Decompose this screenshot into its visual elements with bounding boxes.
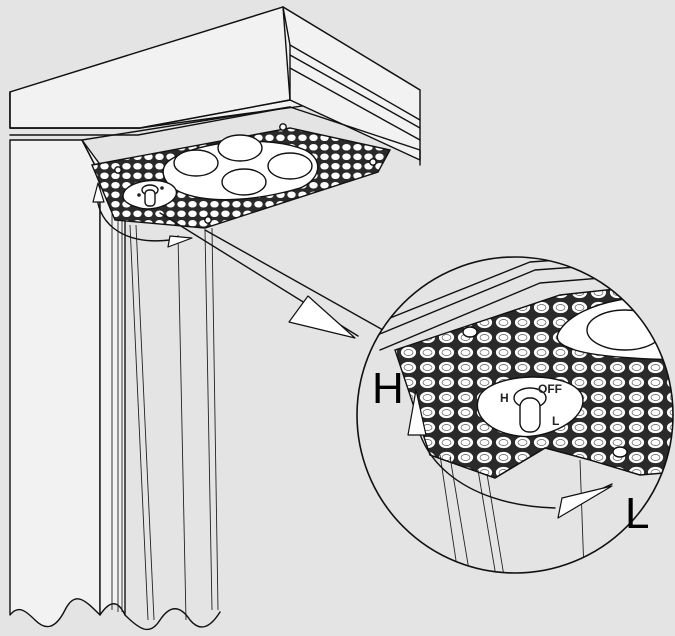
cabinet: [9, 6, 421, 631]
zoom-detail: H OFF L: [356, 256, 674, 574]
lamp-1: [173, 149, 219, 177]
callout-arrow-icon: [288, 295, 356, 339]
cabinet-left-side: [9, 139, 101, 628]
arrow-right-l-icon: [557, 485, 613, 519]
arrow-right-small-icon: [167, 235, 193, 248]
knob-label-l: L: [552, 414, 559, 428]
lamp-4: [221, 168, 267, 196]
knob-label-h: H: [500, 391, 509, 405]
screw-3: [369, 158, 377, 166]
lamp-2: [217, 134, 263, 162]
label-high: H: [372, 364, 404, 413]
screw-2: [279, 123, 287, 131]
screw-1: [114, 166, 122, 174]
door-edge: [81, 139, 126, 616]
thermostat-knob-small: [122, 179, 177, 210]
arrow-up-small-icon: [92, 182, 105, 203]
label-low: L: [625, 489, 649, 538]
knob-label-off: OFF: [538, 382, 562, 396]
control-panel: [91, 123, 392, 248]
arrow-up-h-icon: [407, 389, 427, 436]
screw-4: [204, 216, 212, 224]
thermostat-knob-detail: H OFF L: [476, 376, 584, 438]
lamp-3: [267, 152, 313, 180]
